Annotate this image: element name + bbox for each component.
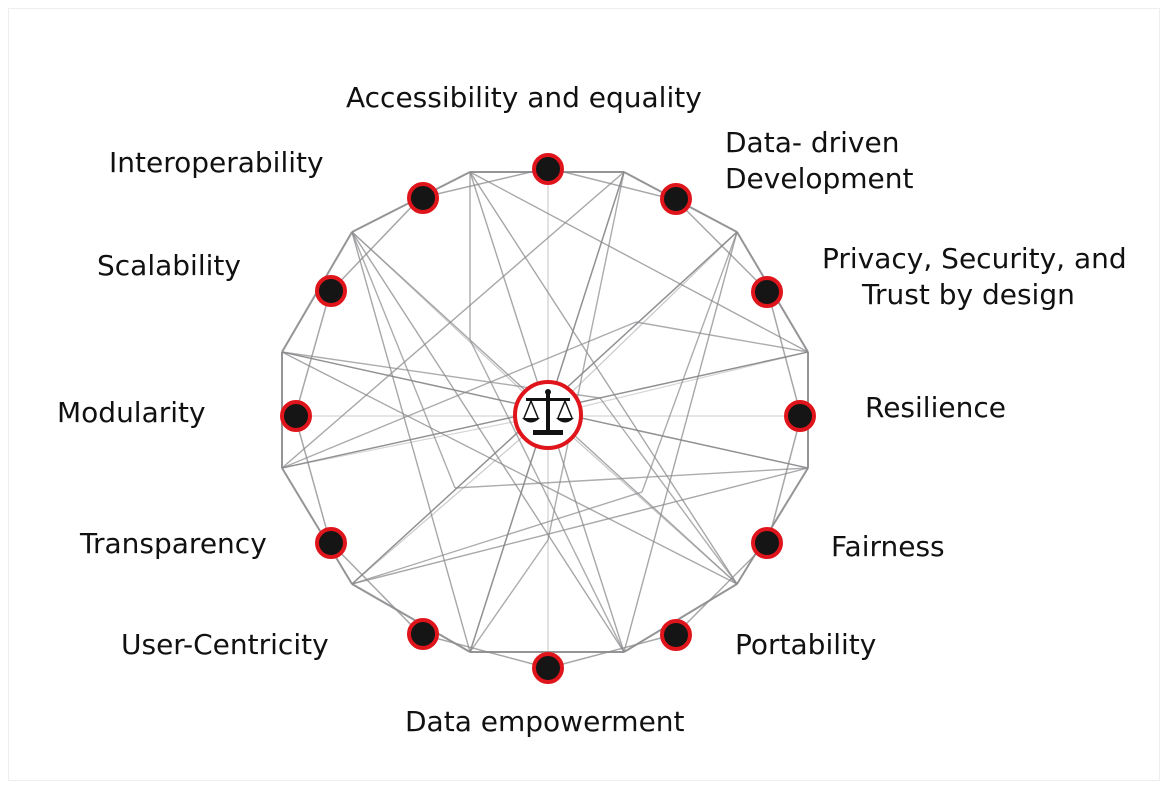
mesh-inner-link [635, 321, 809, 353]
mesh-inner-link [469, 339, 625, 653]
node-portability [660, 619, 692, 651]
label-text: Resilience [865, 391, 1006, 424]
label-interoperability: Interoperability [109, 145, 324, 181]
label-resilience: Resilience [865, 390, 1006, 426]
mesh-ring-edge [675, 541, 769, 635]
label-text: Portability [735, 628, 877, 661]
mesh-ring-edge [547, 633, 677, 669]
label-modularity: Modularity [57, 395, 206, 431]
label-data-driven-development: Data- driven Development [725, 125, 914, 197]
mesh-chord [351, 231, 471, 653]
node-privacy [751, 276, 783, 308]
label-privacy-security-trust: Privacy, Security, and Trust by design [822, 241, 1127, 313]
label-transparency: Transparency [80, 526, 267, 562]
label-text-line-1: Privacy, Security, and [822, 242, 1127, 275]
mesh-center-link [351, 231, 549, 416]
balance-scale-icon [522, 389, 574, 435]
mesh-inner-link [641, 231, 738, 493]
node-modularity [280, 400, 312, 432]
node-interoperability [407, 182, 439, 214]
node-data-empowerment [532, 652, 564, 684]
mesh-inner-link [351, 231, 456, 489]
node-accessibility [532, 153, 564, 185]
label-scalability: Scalability [97, 248, 241, 284]
mesh-outer-edge [623, 583, 738, 653]
mesh-inner-link [547, 171, 625, 541]
mesh-chord [623, 231, 738, 653]
mesh-ring-edge [419, 633, 549, 669]
mesh-ring-edge [294, 415, 331, 543]
label-fairness: Fairness [831, 529, 945, 565]
label-text-line-2: Development [725, 162, 914, 195]
mesh-inner-link [351, 491, 643, 585]
mesh-inner-link [469, 539, 549, 653]
mesh-chord [469, 171, 738, 585]
mesh-center-link [547, 351, 809, 416]
node-data-driven [660, 183, 692, 215]
label-text: Transparency [80, 527, 267, 560]
label-text: Fairness [831, 530, 945, 563]
mesh-chord [281, 171, 625, 469]
mesh-ring-edge [329, 541, 421, 635]
mesh-ring-edge [294, 291, 331, 417]
label-text: Interoperability [109, 146, 324, 179]
mesh-outer-edge [351, 583, 471, 653]
label-portability: Portability [735, 627, 876, 663]
mesh-chord [351, 467, 809, 585]
label-text: Scalability [97, 249, 241, 282]
mesh-center-link [281, 414, 549, 469]
mesh-ring-edge [547, 167, 677, 201]
node-scalability [315, 275, 347, 307]
mesh-ring-edge [767, 415, 802, 543]
node-transparency [315, 527, 347, 559]
node-resilience [784, 400, 816, 432]
mesh-chord [281, 351, 738, 585]
mesh-chord [351, 231, 625, 653]
center-emblem [513, 380, 583, 450]
label-text: Modularity [57, 396, 206, 429]
mesh-ring-edge [767, 291, 802, 417]
mesh-ring-edge [419, 167, 549, 199]
node-user-centricity [407, 618, 439, 650]
label-text: Data empowerment [405, 705, 685, 738]
mesh-center-link [351, 414, 549, 585]
mesh-ring-edge [329, 197, 421, 293]
label-user-centricity: User-Centricity [121, 627, 329, 663]
label-text-line-2: Trust by design [862, 278, 1075, 311]
mesh-center-link [547, 414, 738, 585]
label-text: User-Centricity [121, 628, 329, 661]
diagram-frame [8, 8, 1160, 781]
node-fairness [751, 527, 783, 559]
label-text-line-1: Data- driven [725, 126, 900, 159]
mesh-chord [469, 171, 809, 353]
mesh-inner-link [454, 467, 809, 489]
mesh-inner-link [599, 397, 738, 585]
label-accessibility-and-equality: Accessibility and equality [346, 80, 702, 116]
mesh-inner-link [281, 321, 637, 469]
mesh-center-link [547, 231, 738, 416]
principle-nodes [280, 153, 816, 684]
mesh-outer-edge [281, 467, 353, 585]
label-data-empowerment: Data empowerment [405, 704, 685, 740]
label-text: Accessibility and equality [346, 81, 702, 114]
